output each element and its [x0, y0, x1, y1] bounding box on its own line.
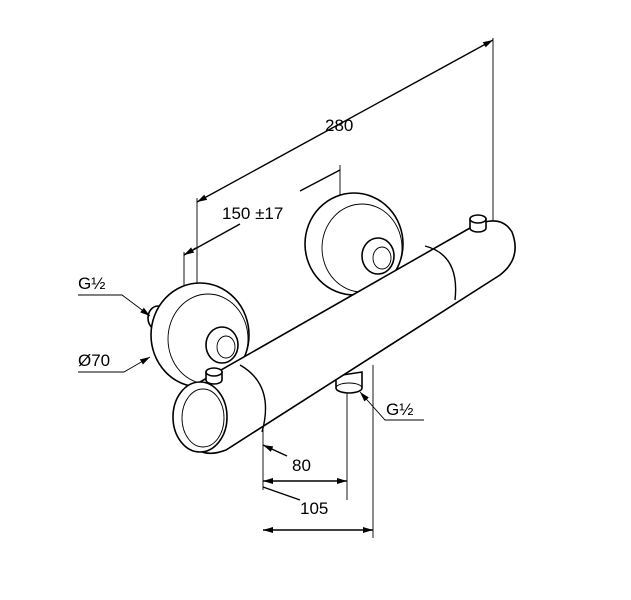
dimension-280: 280 [196, 39, 494, 203]
body-band-left [239, 364, 267, 433]
right-wall-rosette [304, 192, 404, 296]
dimension-label-80: 80 [292, 456, 311, 475]
label-rosette-diameter: Ø70 [78, 351, 110, 370]
right-nut [361, 237, 395, 275]
dimension-80: 80 [262, 444, 347, 484]
thermostat-body [172, 214, 516, 455]
bottom-outlet [335, 371, 363, 394]
label-inlet-thread: G½ [78, 274, 105, 293]
left-nut [205, 326, 239, 364]
leader-inlet-thread: G½ [78, 274, 151, 317]
left-wall-rosette [147, 282, 250, 388]
leader-outlet-thread: G½ [359, 391, 424, 421]
dimension-label-280: 280 [325, 116, 353, 135]
dimension-150: 150 ±17 [183, 169, 341, 256]
label-outlet-thread: G½ [386, 400, 413, 419]
leader-rosette-diameter: Ø70 [78, 351, 151, 373]
dimension-label-105: 105 [300, 499, 328, 518]
body-band-right [424, 245, 457, 301]
dimension-105: 105 [262, 486, 373, 533]
dimension-label-150: 150 ±17 [222, 204, 283, 223]
